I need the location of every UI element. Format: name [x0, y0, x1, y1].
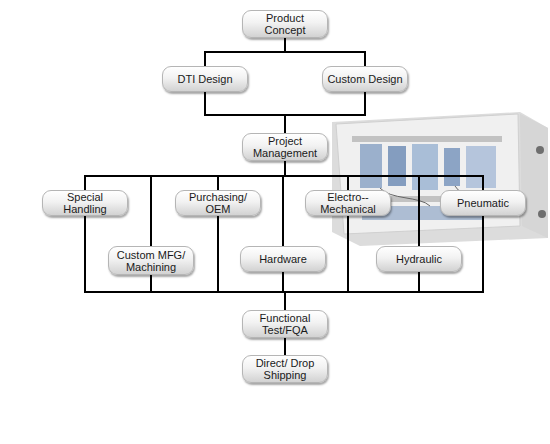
box-label: Project Management — [243, 135, 327, 159]
enclosure-panel — [336, 114, 520, 234]
enclosure-latch — [536, 146, 544, 154]
box-label: Product Concept — [243, 12, 327, 36]
process-box: Pneumatic — [440, 190, 526, 216]
box-label: Custom MFG/ Machining — [109, 249, 193, 273]
connector-line — [151, 275, 285, 310]
box-label: Electro-- Mechanical — [306, 191, 390, 215]
box-label: DTI Design — [174, 73, 235, 85]
component-block — [360, 144, 382, 188]
process-box: Custom Design — [322, 66, 408, 92]
process-box: Hardware — [240, 246, 326, 272]
component-block — [444, 148, 460, 186]
connector-line — [285, 38, 365, 66]
box-label: Custom Design — [324, 73, 405, 85]
din-rail — [352, 136, 502, 142]
control-enclosure — [332, 112, 548, 246]
box-label: Hydraulic — [393, 253, 445, 265]
component-block — [388, 146, 406, 186]
process-box: Custom MFG/ Machining — [108, 246, 194, 275]
process-box: Special Handling — [42, 190, 128, 216]
connector-line — [285, 161, 419, 246]
box-label: Hardware — [256, 253, 310, 265]
connector-line — [285, 272, 419, 310]
box-label: Functional Test/FQA — [243, 312, 327, 336]
process-box: DTI Design — [162, 66, 248, 92]
box-label: Direct/ Drop Shipping — [243, 357, 327, 381]
enclosure-latch — [538, 210, 546, 218]
component-block — [412, 144, 438, 190]
process-box: Functional Test/FQA — [242, 310, 328, 338]
box-label: Special Handling — [43, 191, 127, 215]
box-label: Pneumatic — [454, 197, 512, 209]
process-box: Purchasing/ OEM — [175, 190, 261, 216]
process-box: Hydraulic — [376, 246, 462, 272]
connector-line — [205, 92, 285, 133]
process-box: Project Management — [242, 133, 328, 161]
component-block — [466, 146, 496, 188]
process-box: Product Concept — [242, 10, 328, 38]
box-label: Purchasing/ OEM — [176, 191, 260, 215]
enclosure-side — [332, 112, 548, 246]
process-box: Direct/ Drop Shipping — [242, 355, 328, 383]
connector-line — [284, 338, 286, 355]
connector-line — [205, 38, 285, 66]
process-box: Electro-- Mechanical — [305, 190, 391, 216]
enclosure-edge — [520, 114, 548, 238]
connector-line — [285, 92, 365, 133]
